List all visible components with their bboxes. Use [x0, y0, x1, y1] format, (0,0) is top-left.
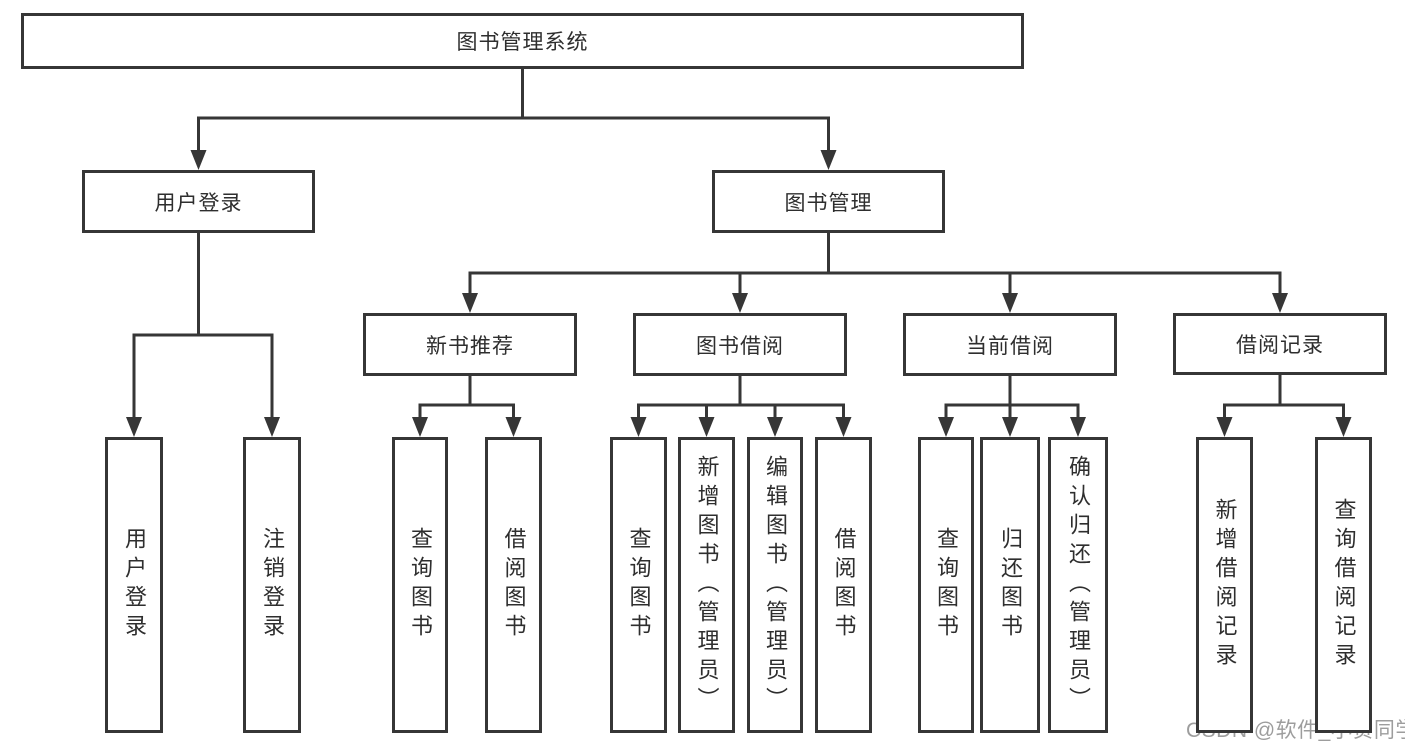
arrowhead-icon: [835, 417, 852, 437]
arrowhead-icon: [462, 293, 478, 313]
arrowhead-icon: [732, 293, 748, 313]
arrowhead-icon: [264, 417, 280, 437]
node-new-book-rec: 新书推荐: [363, 313, 577, 376]
node-leaf-confirm-return: 确认归还（管理员）: [1048, 437, 1108, 733]
node-leaf-query-book-2: 查询图书: [610, 437, 667, 733]
node-label-leaf-query-book-2: 查询图书: [626, 527, 652, 643]
arrowhead-icon: [767, 417, 783, 437]
arrowhead-icon: [630, 417, 647, 437]
node-label-new-book-rec: 新书推荐: [426, 334, 514, 358]
node-leaf-query-book-1: 查询图书: [392, 437, 448, 733]
node-leaf-borrow-book-1: 借阅图书: [485, 437, 542, 733]
node-leaf-edit-book: 编辑图书（管理员）: [747, 437, 803, 733]
node-label-book-borrow: 图书借阅: [696, 334, 784, 358]
node-leaf-query-record: 查询借阅记录: [1315, 437, 1372, 733]
node-leaf-query-book-3: 查询图书: [918, 437, 974, 733]
node-label-leaf-user-login: 用户登录: [122, 527, 147, 643]
arrowhead-icon: [938, 417, 954, 437]
node-label-leaf-borrow-book-1: 借阅图书: [501, 527, 527, 643]
node-label-leaf-query-record: 查询借阅记录: [1331, 498, 1357, 672]
node-label-root: 图书管理系统: [456, 31, 589, 54]
node-label-user-login: 用户登录: [154, 191, 243, 215]
node-label-leaf-query-book-1: 查询图书: [408, 527, 433, 643]
node-leaf-user-login: 用户登录: [105, 437, 163, 733]
node-user-login: 用户登录: [82, 170, 315, 233]
arrowhead-icon: [820, 150, 837, 170]
node-label-current-borrow: 当前借阅: [966, 334, 1054, 358]
arrowhead-icon: [1070, 417, 1086, 437]
node-book-mgmt: 图书管理: [712, 170, 945, 233]
arrowhead-icon: [126, 417, 142, 437]
node-label-leaf-add-book: 新增图书（管理员）: [694, 454, 720, 716]
node-leaf-borrow-book-2: 借阅图书: [815, 437, 872, 733]
node-label-leaf-logout: 注销登录: [260, 527, 285, 643]
arrowhead-icon: [698, 417, 715, 437]
node-label-leaf-add-record: 新增借阅记录: [1212, 498, 1238, 672]
arrowhead-icon: [412, 417, 428, 437]
node-leaf-return-book: 归还图书: [980, 437, 1040, 733]
arrowhead-icon: [1216, 417, 1233, 437]
arrowhead-icon: [1002, 293, 1018, 313]
node-label-borrow-records: 借阅记录: [1236, 334, 1324, 357]
node-book-borrow: 图书借阅: [633, 313, 847, 376]
arrowhead-icon: [1335, 417, 1352, 437]
arrowhead-icon: [1272, 293, 1288, 313]
node-label-leaf-query-book-3: 查询图书: [934, 527, 959, 643]
node-borrow-records: 借阅记录: [1173, 313, 1387, 375]
node-current-borrow: 当前借阅: [903, 313, 1117, 376]
node-leaf-logout: 注销登录: [243, 437, 301, 733]
node-leaf-add-record: 新增借阅记录: [1196, 437, 1253, 733]
arrowhead-icon: [1002, 417, 1018, 437]
node-label-leaf-borrow-book-2: 借阅图书: [831, 527, 857, 643]
arrowhead-icon: [190, 150, 207, 170]
arrowhead-icon: [505, 417, 522, 437]
node-label-leaf-confirm-return: 确认归还（管理员）: [1066, 454, 1091, 716]
node-root: 图书管理系统: [21, 13, 1024, 69]
node-label-leaf-return-book: 归还图书: [998, 527, 1023, 643]
node-label-leaf-edit-book: 编辑图书（管理员）: [763, 454, 788, 716]
node-label-book-mgmt: 图书管理: [784, 191, 873, 215]
node-leaf-add-book: 新增图书（管理员）: [678, 437, 735, 733]
